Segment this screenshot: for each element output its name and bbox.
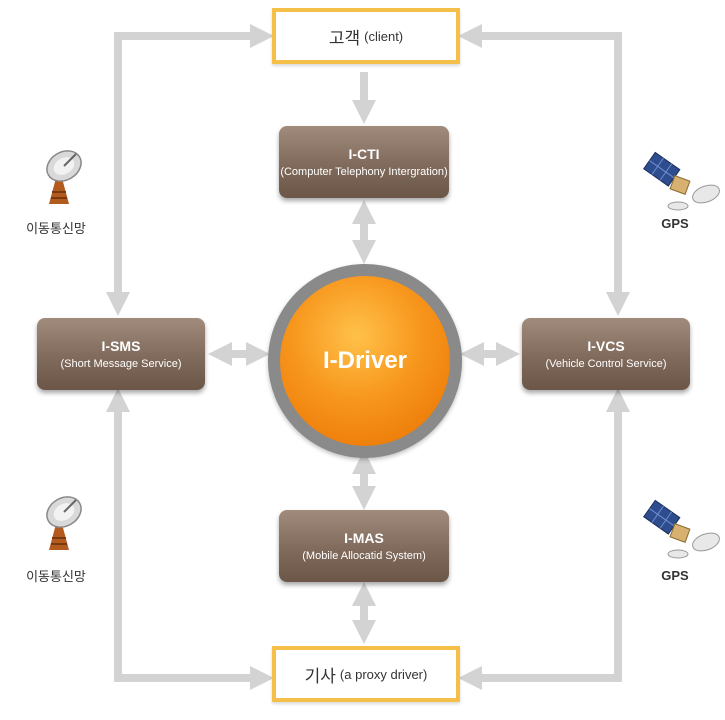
client-box: 고객 (client) bbox=[272, 8, 460, 64]
vcs-title: I-VCS bbox=[587, 338, 625, 354]
vcs-box: I-VCS (Vehicle Control Service) bbox=[522, 318, 690, 390]
i-driver-label: I-Driver bbox=[322, 347, 408, 374]
gps-label-1: GPS bbox=[661, 216, 689, 231]
sms-title: I-SMS bbox=[101, 338, 141, 354]
sms-subtitle: (Short Message Service) bbox=[60, 358, 182, 370]
mas-box: I-MAS (Mobile Allocatid System) bbox=[279, 510, 449, 582]
mobile-network-label-2: 이동통신망 bbox=[26, 569, 86, 584]
sms-box: I-SMS (Short Message Service) bbox=[37, 318, 205, 390]
arrow-client-sms bbox=[106, 24, 274, 316]
mas-subtitle: (Mobile Allocatid System) bbox=[302, 550, 426, 562]
cti-subtitle: (Computer Telephony Intergration) bbox=[280, 166, 448, 178]
cti-box: I-CTI (Computer Telephony Intergration) bbox=[279, 126, 449, 198]
client-label-ko: 고객 bbox=[328, 28, 361, 48]
satellite-dish-icon bbox=[46, 496, 82, 550]
satellite-icon bbox=[643, 499, 720, 559]
driver-label-en: (a proxy driver) bbox=[339, 666, 428, 682]
i-driver-hub-core: I-Driver bbox=[280, 276, 450, 446]
gps-label-2: GPS bbox=[661, 568, 689, 583]
arrow-client-vcs bbox=[458, 24, 630, 316]
satellite-icon bbox=[643, 151, 720, 211]
driver-box: 기사 (a proxy driver) bbox=[272, 646, 460, 702]
client-label-en: (client) bbox=[364, 28, 404, 44]
driver-label-ko: 기사 bbox=[304, 666, 336, 686]
satellite-dish-icon bbox=[46, 150, 82, 204]
cti-title: I-CTI bbox=[348, 146, 380, 162]
mobile-network-label-1: 이동통신망 bbox=[26, 221, 86, 236]
mas-title: I-MAS bbox=[344, 530, 384, 546]
i-driver-hub: I-Driver bbox=[268, 264, 462, 458]
arrow-sms-driver bbox=[106, 388, 274, 690]
vcs-subtitle: (Vehicle Control Service) bbox=[545, 358, 667, 370]
arrow-vcs-driver bbox=[458, 388, 630, 690]
